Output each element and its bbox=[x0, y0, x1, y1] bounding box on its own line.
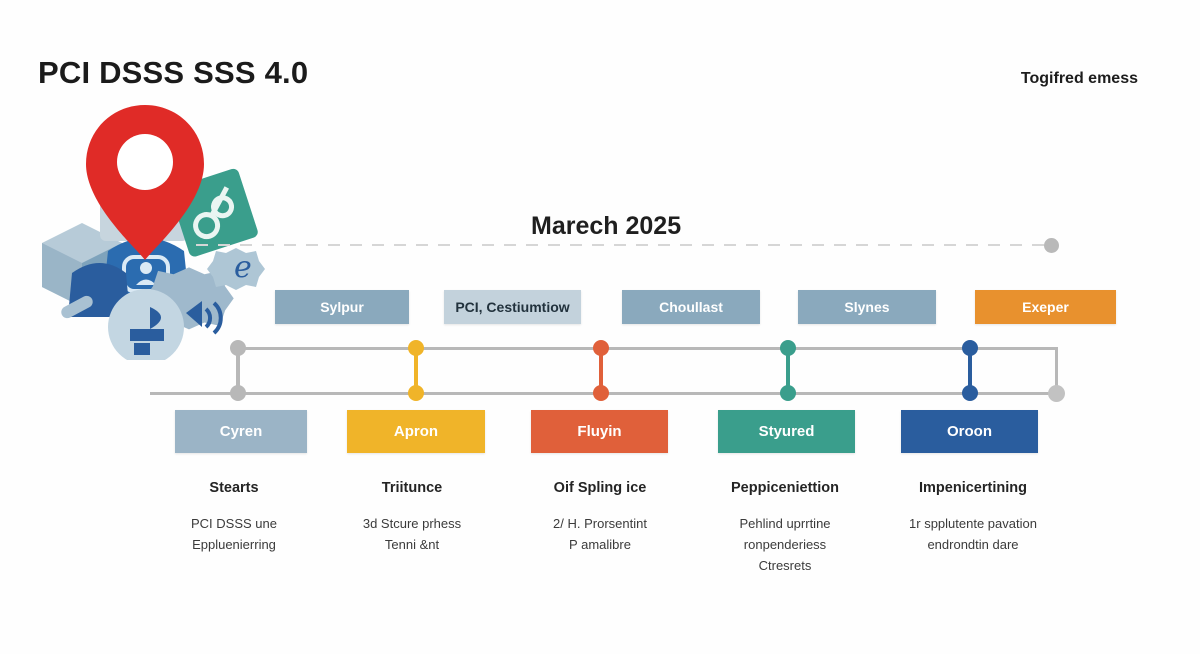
caption-line: PCI DSSS une bbox=[191, 516, 277, 531]
timeline-rail-end-connector bbox=[1055, 347, 1058, 395]
caption-line: 1r spplutente pavation bbox=[909, 516, 1037, 531]
connector-dot-bottom bbox=[962, 385, 978, 401]
caption-line: P amalibre bbox=[569, 537, 631, 552]
caption-line: Ctresrets bbox=[758, 558, 812, 573]
connector-dot-bottom bbox=[593, 385, 609, 401]
bottom-chip-5[interactable]: Oroon bbox=[901, 410, 1038, 453]
bottom-chip-1[interactable]: Cyren bbox=[175, 410, 307, 453]
caption-line: Pehlind uprrtine bbox=[739, 516, 831, 531]
timeline-rail-top bbox=[236, 347, 1058, 350]
top-chip-2[interactable]: PCI, Cestiumtiow bbox=[444, 290, 581, 324]
caption-title: Triitunce bbox=[381, 480, 443, 496]
map-pin-icon bbox=[86, 105, 204, 260]
caption-5: Impenicertining 1r spplutente pavation end… bbox=[858, 480, 1088, 555]
caption-title: Impenicertining bbox=[919, 480, 1027, 496]
svg-text:e: e bbox=[234, 250, 252, 285]
connector-dot-top bbox=[780, 340, 796, 356]
connector-dot-top bbox=[408, 340, 424, 356]
connector-dot-top bbox=[962, 340, 978, 356]
caption-line: 2/ H. Prorsentint bbox=[553, 516, 647, 531]
dashed-timeline-rail bbox=[196, 244, 1052, 246]
caption-line: endrondtin dare bbox=[927, 537, 1019, 552]
caption-title: Peppiceniettion bbox=[731, 480, 839, 496]
top-chip-5[interactable]: Exeper bbox=[975, 290, 1116, 324]
month-label: Marech 2025 bbox=[531, 212, 682, 240]
connector-dot-bottom bbox=[230, 385, 246, 401]
bottom-chip-3[interactable]: Fluyin bbox=[531, 410, 668, 453]
caption-line: Tenni &nt bbox=[384, 537, 440, 552]
timeline-connector-1 bbox=[230, 340, 246, 401]
timeline-connector-2 bbox=[408, 340, 424, 401]
top-chip-1[interactable]: Sylpur bbox=[275, 290, 409, 324]
page-title: PCI DSSS SSS 4.0 bbox=[38, 55, 309, 90]
connector-dot-top bbox=[230, 340, 246, 356]
caption-line: Eppluenierring bbox=[192, 537, 276, 552]
caption-line: 3d Stcure prhess bbox=[362, 516, 462, 531]
top-chip-4[interactable]: Slynes bbox=[798, 290, 936, 324]
timeline-connector-5 bbox=[962, 340, 978, 401]
connector-dot-bottom bbox=[780, 385, 796, 401]
caption-line: ronpenderiess bbox=[743, 537, 827, 552]
security-illustration: e bbox=[38, 105, 288, 365]
top-chip-3[interactable]: Choullast bbox=[622, 290, 760, 324]
connector-dot-top bbox=[593, 340, 609, 356]
corner-note: Togifred emess bbox=[1020, 70, 1138, 87]
dashed-rail-end-dot bbox=[1044, 238, 1059, 253]
timeline-connector-4 bbox=[780, 340, 796, 401]
timeline-connector-3 bbox=[593, 340, 609, 401]
bottom-chip-4[interactable]: Styured bbox=[718, 410, 855, 453]
bottom-chip-2[interactable]: Apron bbox=[347, 410, 485, 453]
caption-title: Oif Spling ice bbox=[553, 480, 647, 496]
caption-title: Stearts bbox=[209, 480, 259, 496]
caption-3: Oif Spling ice 2/ H. Prorsentint P amalibr… bbox=[485, 480, 715, 555]
timeline-rail-end-dot bbox=[1048, 385, 1065, 402]
connector-dot-bottom bbox=[408, 385, 424, 401]
